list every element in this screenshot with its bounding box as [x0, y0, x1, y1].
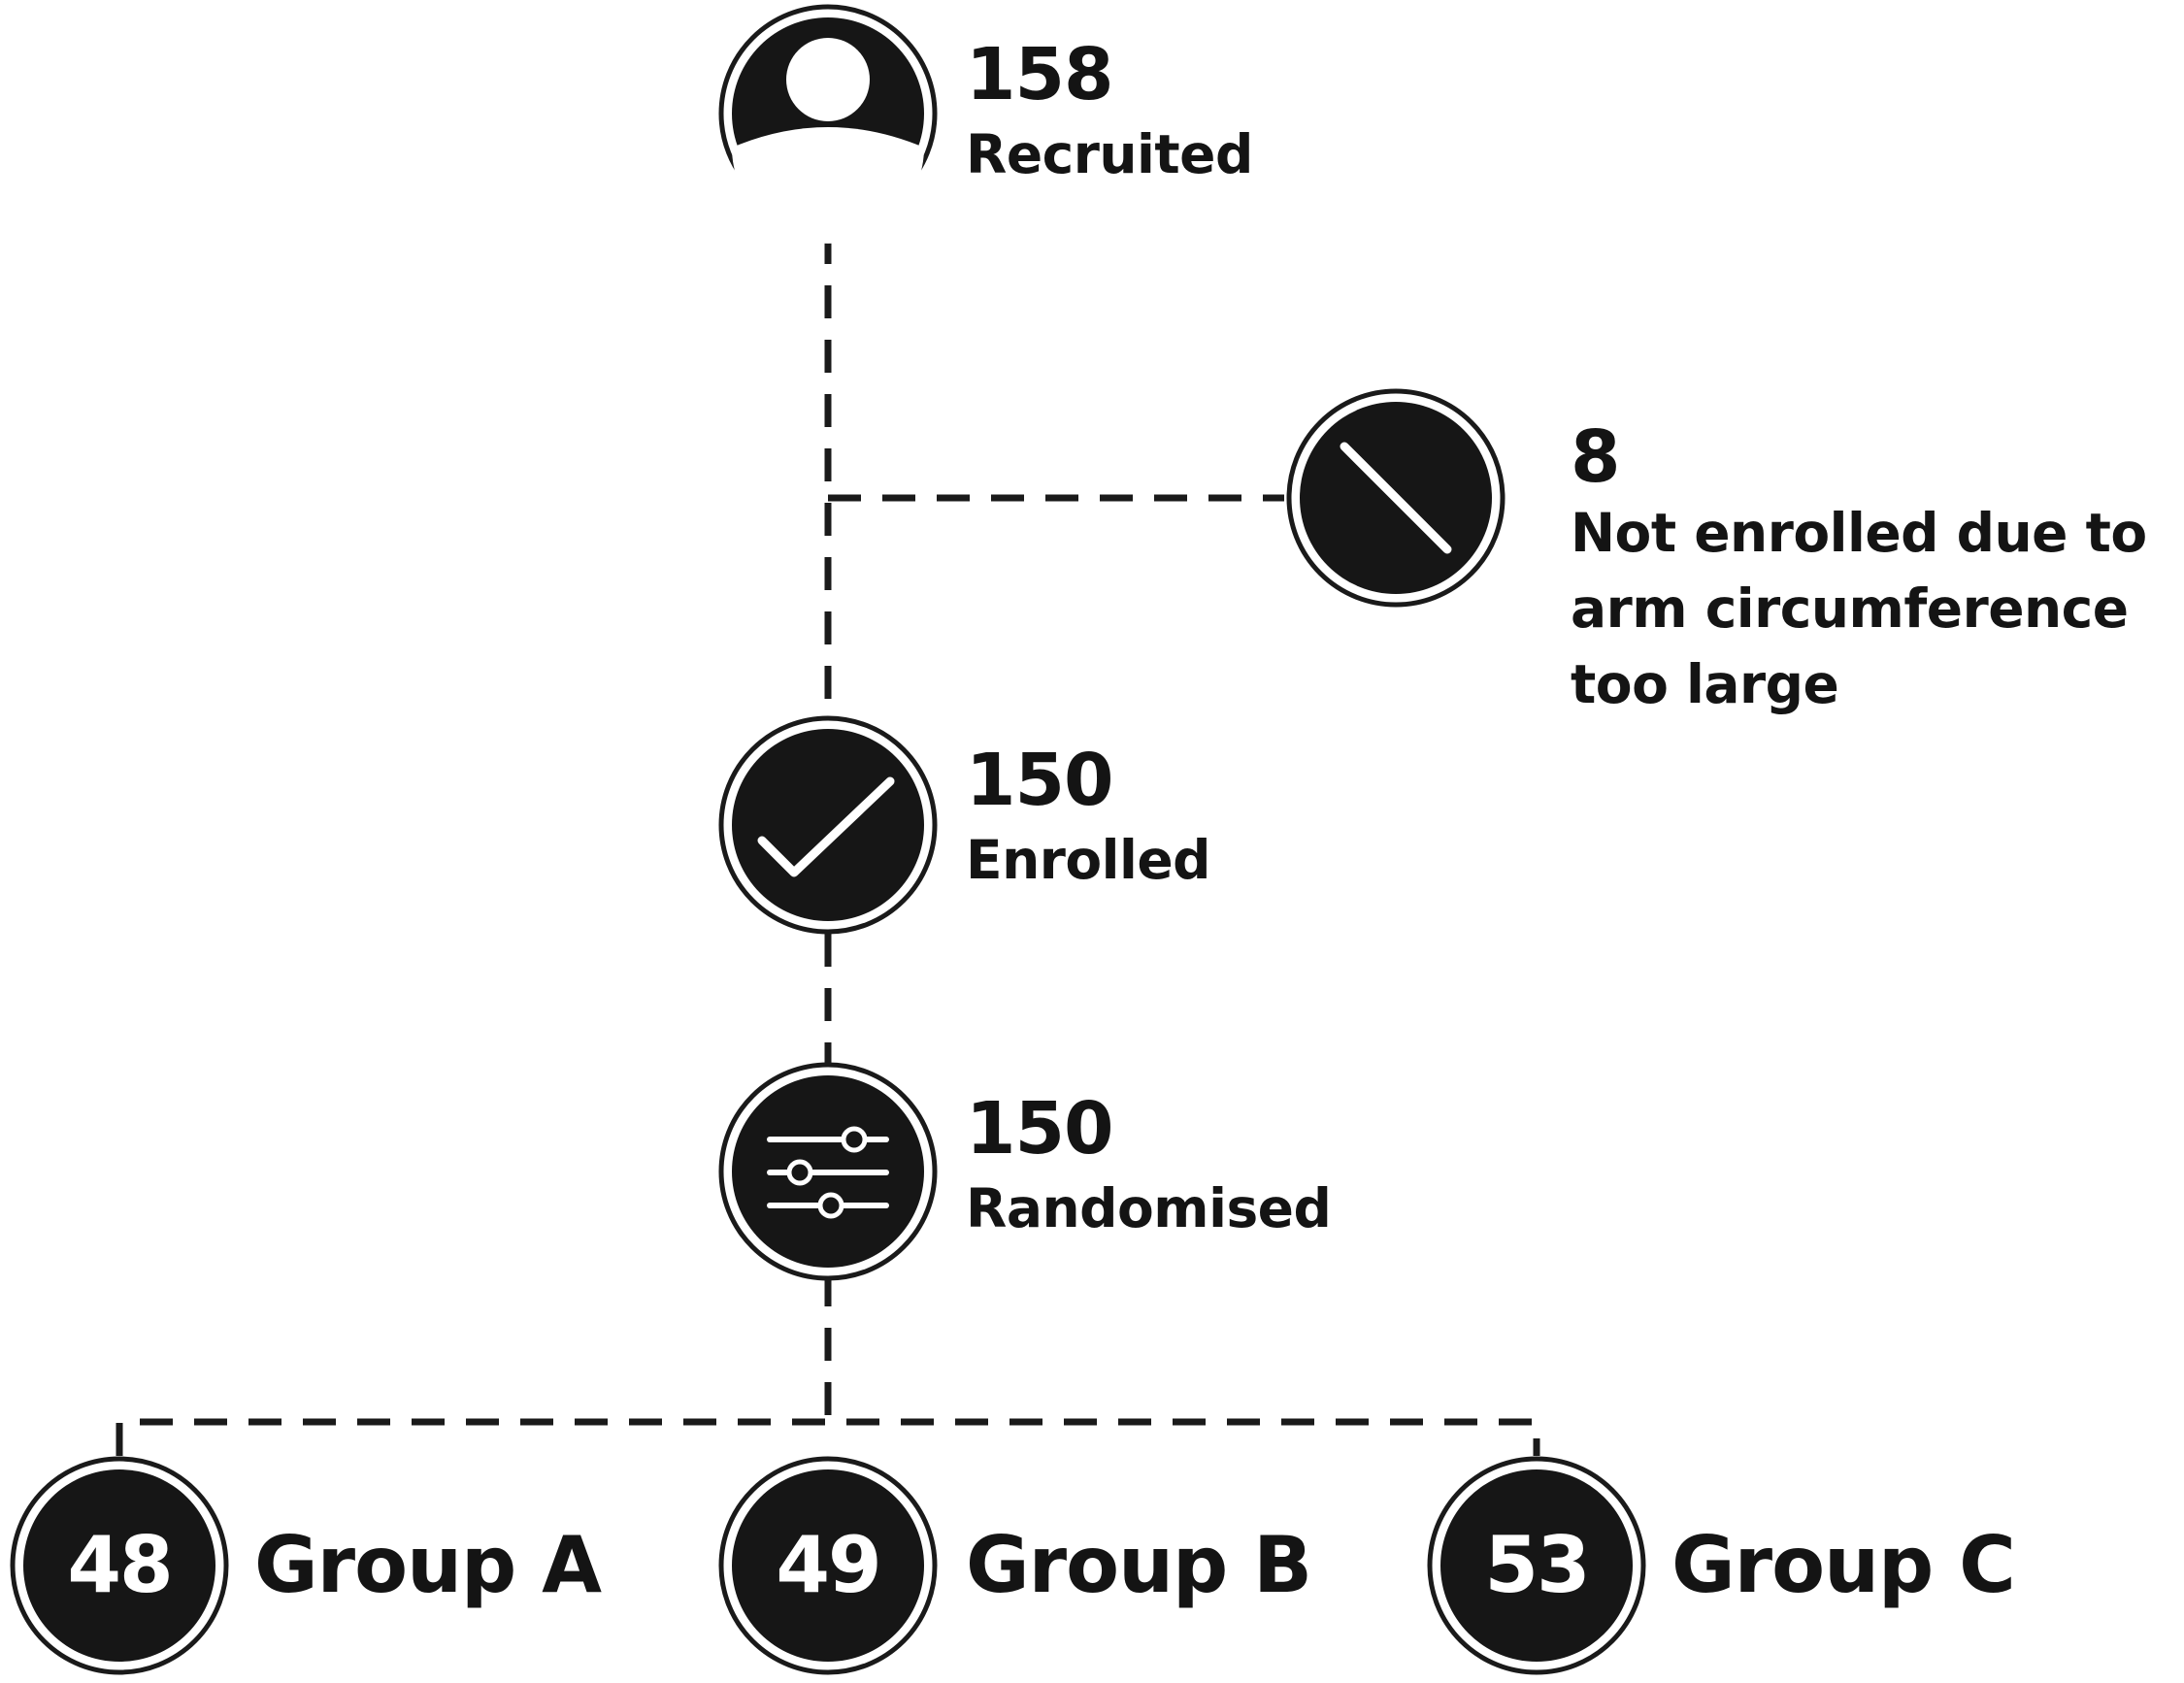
- sliders-icon: [767, 1126, 889, 1219]
- enrolled-label: 150 Enrolled: [966, 739, 1211, 898]
- group-a-node: [10, 1456, 229, 1675]
- recruited-caption: Recruited: [966, 123, 1253, 185]
- enrolled-count: 150: [966, 739, 1113, 822]
- excluded-node: [1286, 388, 1506, 608]
- randomised-caption: Randomised: [966, 1177, 1332, 1239]
- recruited-count: 158: [966, 33, 1113, 116]
- group-c-label: Group C: [1671, 1520, 2016, 1610]
- excluded-caption-line-1: Not enrolled due to: [1571, 502, 2147, 564]
- checkmark-icon: [757, 776, 895, 877]
- group-b-label: Group B: [966, 1520, 1312, 1610]
- excluded-caption-line-2: arm circumference: [1571, 578, 2129, 640]
- group-a-count: 48: [67, 1520, 173, 1610]
- group-c-count: 53: [1484, 1520, 1590, 1610]
- randomised-node: [718, 1062, 938, 1281]
- connector-groups-bracket: [116, 1418, 1540, 1456]
- enrolled-caption: Enrolled: [966, 829, 1211, 891]
- group-a-label: Group A: [254, 1520, 602, 1610]
- excluded-caption-line-3: too large: [1571, 653, 1839, 715]
- prohibited-icon: [1340, 442, 1452, 554]
- person-icon: [732, 38, 924, 244]
- excluded-label: 8 Not enrolled due to arm circumference …: [1571, 421, 2147, 722]
- randomised-count: 150: [966, 1087, 1113, 1171]
- excluded-count: 8: [1571, 415, 1620, 499]
- group-c-node: [1427, 1456, 1646, 1675]
- connectors: [116, 231, 1540, 1456]
- recruited-label: 158 Recruited: [966, 39, 1253, 192]
- recruited-node: [718, 4, 938, 244]
- group-b-node: [718, 1456, 938, 1675]
- enrolled-node: [718, 715, 938, 935]
- randomised-label: 150 Randomised: [966, 1087, 1332, 1246]
- group-b-count: 49: [776, 1520, 881, 1610]
